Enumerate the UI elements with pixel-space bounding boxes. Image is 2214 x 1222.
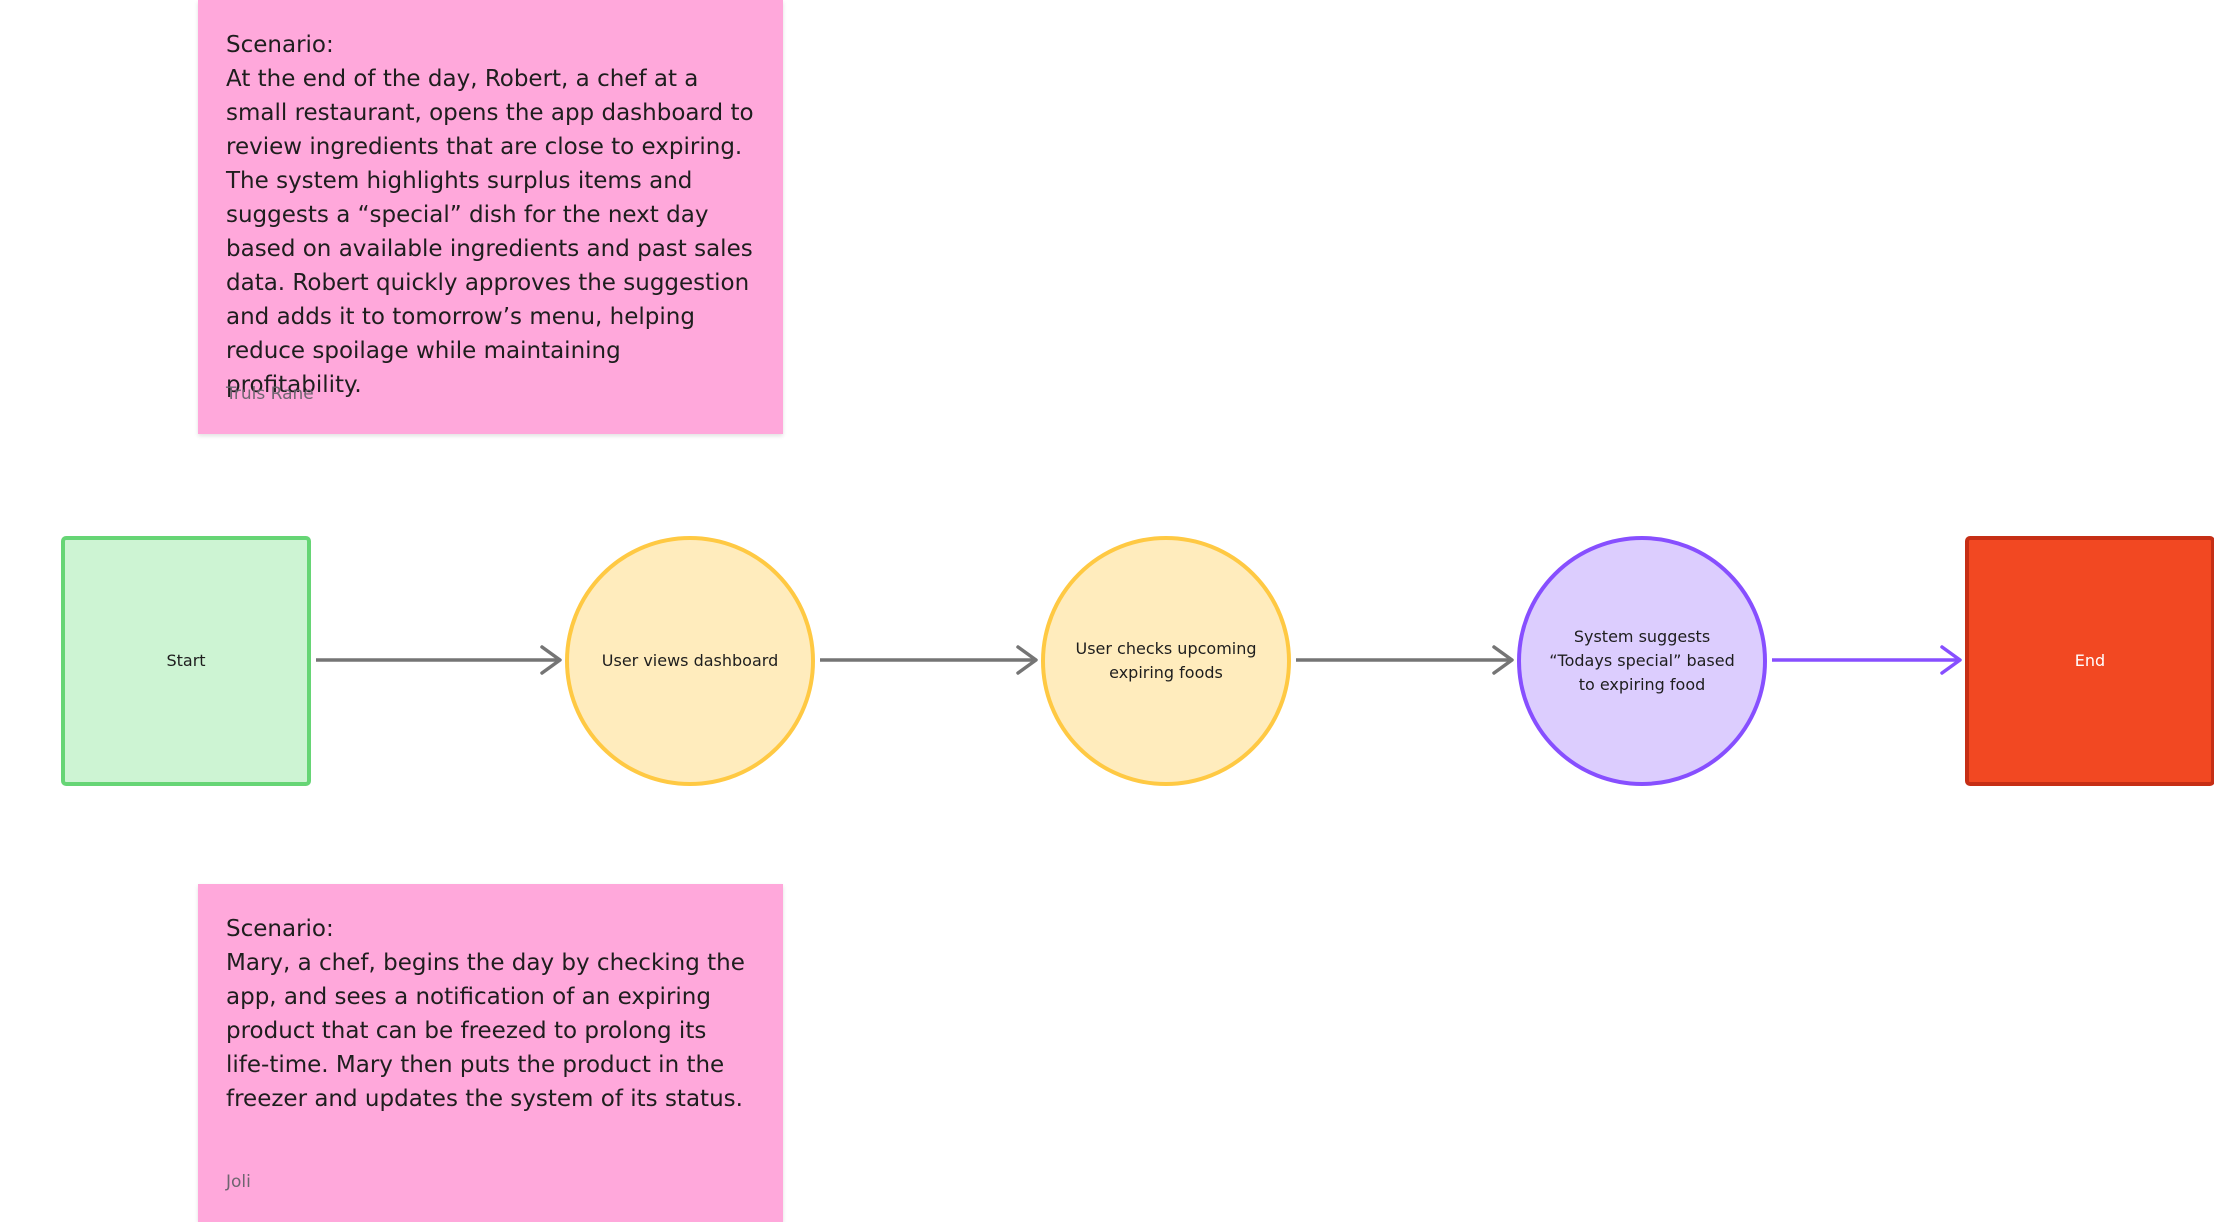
sticky-note-text: Scenario: Mary, a chef, begins the day b… [226,916,745,1112]
sticky-note-author: Joli [226,1172,251,1192]
node-label: User views dashboard [601,651,779,670]
sticky-note-robert-scenario[interactable]: Scenario: At the end of the day, Robert,… [198,0,783,434]
system-suggests-special-node[interactable]: System suggests “Todays special” based t… [1517,536,1767,786]
sticky-note-author: Truls Rane [226,384,314,404]
sticky-note-text: Scenario: At the end of the day, Robert,… [226,32,754,398]
user-checks-expiring-foods-node[interactable]: User checks upcoming expiring foods [1041,536,1291,786]
end-node-label: End [2074,651,2106,670]
end-node[interactable]: End [1965,536,2214,786]
sticky-note-mary-scenario[interactable]: Scenario: Mary, a chef, begins the day b… [198,884,783,1222]
connector-start-to-view-dashboard[interactable] [316,645,562,675]
node-label: User checks upcoming expiring foods [1075,639,1257,682]
connector-view-dashboard-to-check-expiring[interactable] [820,645,1038,675]
start-node[interactable]: Start [61,536,311,786]
start-node-label: Start [166,651,206,670]
connector-check-expiring-to-system-suggests[interactable] [1296,645,1514,675]
connector-system-suggests-to-end[interactable] [1772,645,1962,675]
user-views-dashboard-node[interactable]: User views dashboard [565,536,815,786]
node-label: System suggests “Todays special” based t… [1549,627,1735,694]
